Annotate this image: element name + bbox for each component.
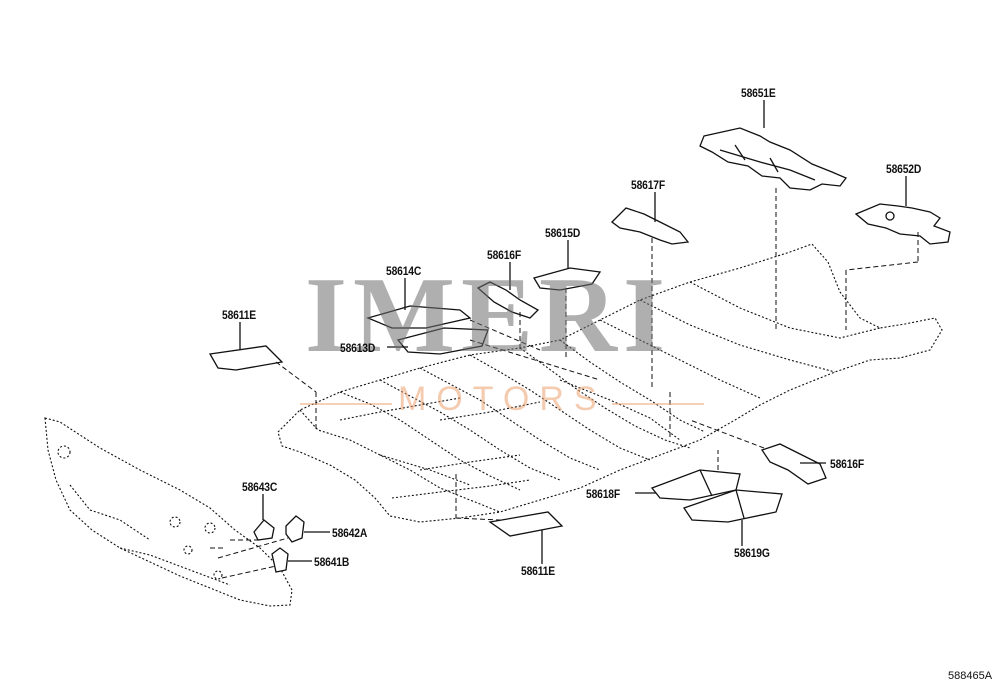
floor-pan [277, 243, 943, 523]
label-58616F-top[interactable]: 58616F [487, 248, 521, 262]
label-58618F[interactable]: 58618F [586, 487, 620, 501]
watermark-rule-right [612, 403, 704, 405]
label-58642A[interactable]: 58642A [332, 526, 368, 540]
label-58619G[interactable]: 58619G [734, 546, 770, 560]
part-58615D-shape [533, 267, 602, 291]
label-58652D[interactable]: 58652D [886, 162, 922, 176]
dash-panel [44, 417, 293, 607]
projection-lines [210, 188, 919, 579]
part-58616F-top-shape [476, 281, 540, 319]
part-58652D-shape [854, 203, 951, 245]
label-58617F[interactable]: 58617F [631, 178, 665, 192]
label-58611E-bottom[interactable]: 58611E [521, 564, 555, 578]
label-58641B[interactable]: 58641B [314, 555, 350, 569]
watermark-brand: IMERI [305, 256, 672, 375]
part-58651E-shape [699, 127, 848, 191]
part-58643C-shape [253, 519, 275, 541]
watermark-rule-left [300, 403, 392, 405]
part-58617F-shape [611, 207, 690, 245]
part-58616F-right-shape [760, 443, 827, 485]
part-58641B-shape [271, 547, 289, 573]
label-58613D[interactable]: 58613D [340, 341, 376, 355]
part-58611E-left-shape [208, 345, 284, 371]
part-58611E-bottom-shape [488, 511, 564, 537]
label-58611E-left[interactable]: 58611E [222, 308, 256, 322]
diagram-code: 588465A [948, 670, 993, 682]
label-58614C[interactable]: 58614C [386, 264, 422, 278]
label-58615D[interactable]: 58615D [545, 226, 581, 240]
part-58642A-shape [285, 515, 305, 543]
label-58651E[interactable]: 58651E [741, 86, 776, 100]
part-58614C-shape [366, 305, 472, 329]
label-58616F-right[interactable]: 58616F [830, 457, 864, 471]
label-58643C[interactable]: 58643C [242, 480, 278, 494]
part-58613D-shape [396, 327, 489, 355]
leader-lines [239, 100, 907, 564]
watermark-sub: MOTORS [398, 380, 607, 418]
